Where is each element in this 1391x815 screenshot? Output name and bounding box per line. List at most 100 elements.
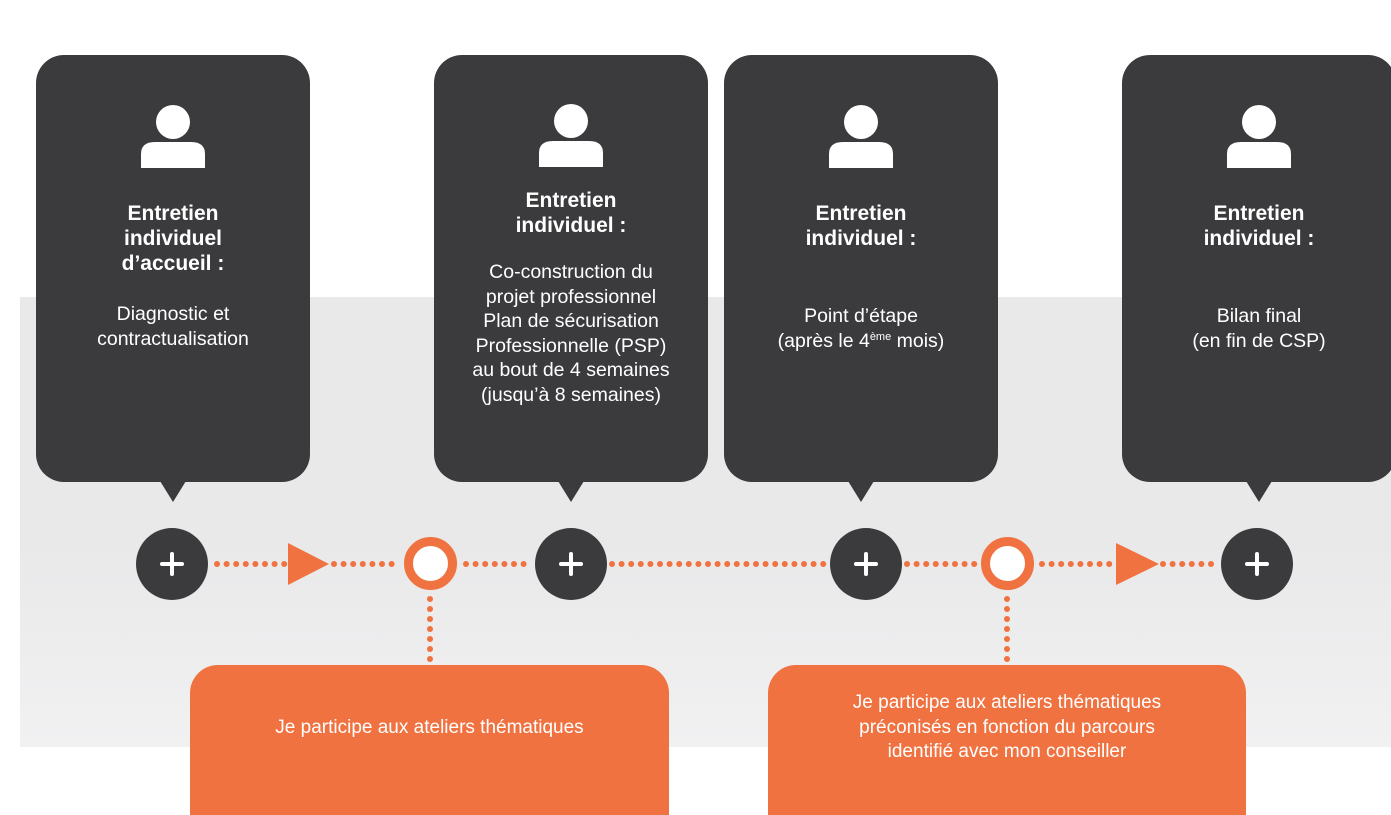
connector-dot (1067, 561, 1074, 567)
connector-dot (1004, 606, 1010, 612)
connector-dot (427, 606, 433, 612)
workshop-text: Je participe aux ateliers thématiques pr… (852, 692, 1162, 763)
connector-dot (618, 561, 625, 567)
connector-dot (952, 561, 958, 567)
connector-dot (223, 561, 230, 567)
connector-dot (971, 561, 978, 567)
connector-dot (1058, 561, 1065, 567)
connector-dot (695, 561, 702, 567)
connector-dot (1179, 561, 1186, 567)
connector-dot (427, 656, 433, 662)
connector-dot (427, 616, 433, 622)
connector-dot (1198, 561, 1205, 567)
connector-dot (427, 636, 433, 642)
connector-dot (609, 561, 615, 567)
connector-dot (1169, 561, 1176, 567)
connector-dot (379, 561, 385, 567)
connector-dot (350, 561, 357, 567)
connector-dot (262, 561, 268, 567)
connector-dot (1077, 561, 1084, 567)
connector-dot (1004, 656, 1010, 662)
connector-dot (685, 561, 692, 567)
person-icon (1227, 105, 1291, 168)
connector-dot (369, 561, 376, 567)
connector-dot (781, 561, 788, 567)
connector-dot (1004, 596, 1010, 602)
connector-dot (359, 561, 366, 567)
connector-dot (1160, 561, 1166, 567)
connector-dot (913, 561, 920, 567)
card-title: Entretien individuel : (1203, 202, 1315, 250)
connector-dot (762, 561, 769, 567)
connector-dot (1004, 636, 1010, 642)
connector-dot (501, 561, 508, 567)
connector-dot (1087, 561, 1093, 567)
triangle-arrow-icon (1116, 543, 1159, 585)
connector-dot (904, 561, 910, 567)
connector-dot (666, 561, 673, 567)
connector-dot (331, 561, 337, 567)
connector-dot (472, 561, 479, 567)
connector-dot (427, 596, 433, 602)
connector-dot (772, 561, 779, 567)
connector-dot (1039, 561, 1045, 567)
connector-dot (427, 626, 433, 632)
connector-dot (961, 561, 968, 567)
connector-dot (1004, 626, 1010, 632)
connector-dot (820, 561, 827, 567)
card-intake-interview: Entretien individuel d’accueil : Diagnos… (36, 55, 310, 502)
person-icon (141, 105, 205, 168)
plus-icon (830, 528, 902, 600)
card-pointer (160, 481, 186, 502)
connector-dot (1188, 561, 1195, 567)
connector-dot (252, 561, 259, 567)
card-pointer (848, 481, 874, 502)
card-description: Bilan final (en fin de CSP) (1192, 305, 1326, 352)
connector-dot (271, 561, 278, 567)
connector-dot (714, 561, 721, 567)
connector-dot (427, 646, 433, 652)
connector-dot (340, 561, 347, 567)
card-final-interview: Entretien individuel : Bilan final (en f… (1122, 55, 1391, 502)
connector-dot (388, 561, 395, 567)
timeline-dots (214, 561, 1214, 662)
connector-dot (932, 561, 939, 567)
connector-dot (942, 561, 949, 567)
connector-dot (1096, 561, 1103, 567)
connector-dot (923, 561, 930, 567)
connector-dot (657, 561, 663, 567)
connector-dot (1208, 561, 1214, 567)
triangle-arrow-icon (288, 543, 329, 585)
plus-icon (1221, 528, 1293, 600)
connector-dot (801, 561, 807, 567)
connector-dot (676, 561, 683, 567)
connector-dot (810, 561, 817, 567)
connector-dot (1004, 646, 1010, 652)
connector-dot (705, 561, 711, 567)
connector-dot (637, 561, 644, 567)
card-title: Entretien individuel : (805, 202, 917, 250)
ring-icon (404, 537, 457, 590)
card-description: Point d’étape(après le 4ème mois) (777, 305, 945, 352)
connector-dot (753, 561, 759, 567)
connector-dot (1048, 561, 1055, 567)
card-project-interview: Entretien individuel : Co-construction d… (434, 55, 708, 502)
connector-dot (733, 561, 740, 567)
card-checkpoint-interview: Entretien individuel : Point d’étape(apr… (724, 55, 998, 502)
connector-dot (520, 561, 527, 567)
card-pointer (558, 481, 584, 502)
person-icon (829, 105, 893, 168)
card-title: Entretien individuel d’accueil : (121, 202, 225, 275)
plus-icon (136, 528, 208, 600)
connector-dot (1106, 561, 1113, 567)
connector-dot (491, 561, 498, 567)
connector-dot (482, 561, 489, 567)
connector-dot (463, 561, 469, 567)
ring-icon (981, 537, 1034, 590)
connector-dot (214, 561, 220, 567)
card-pointer (1246, 481, 1272, 502)
connector-dot (1004, 616, 1010, 622)
connector-dot (724, 561, 731, 567)
connector-dot (647, 561, 654, 567)
